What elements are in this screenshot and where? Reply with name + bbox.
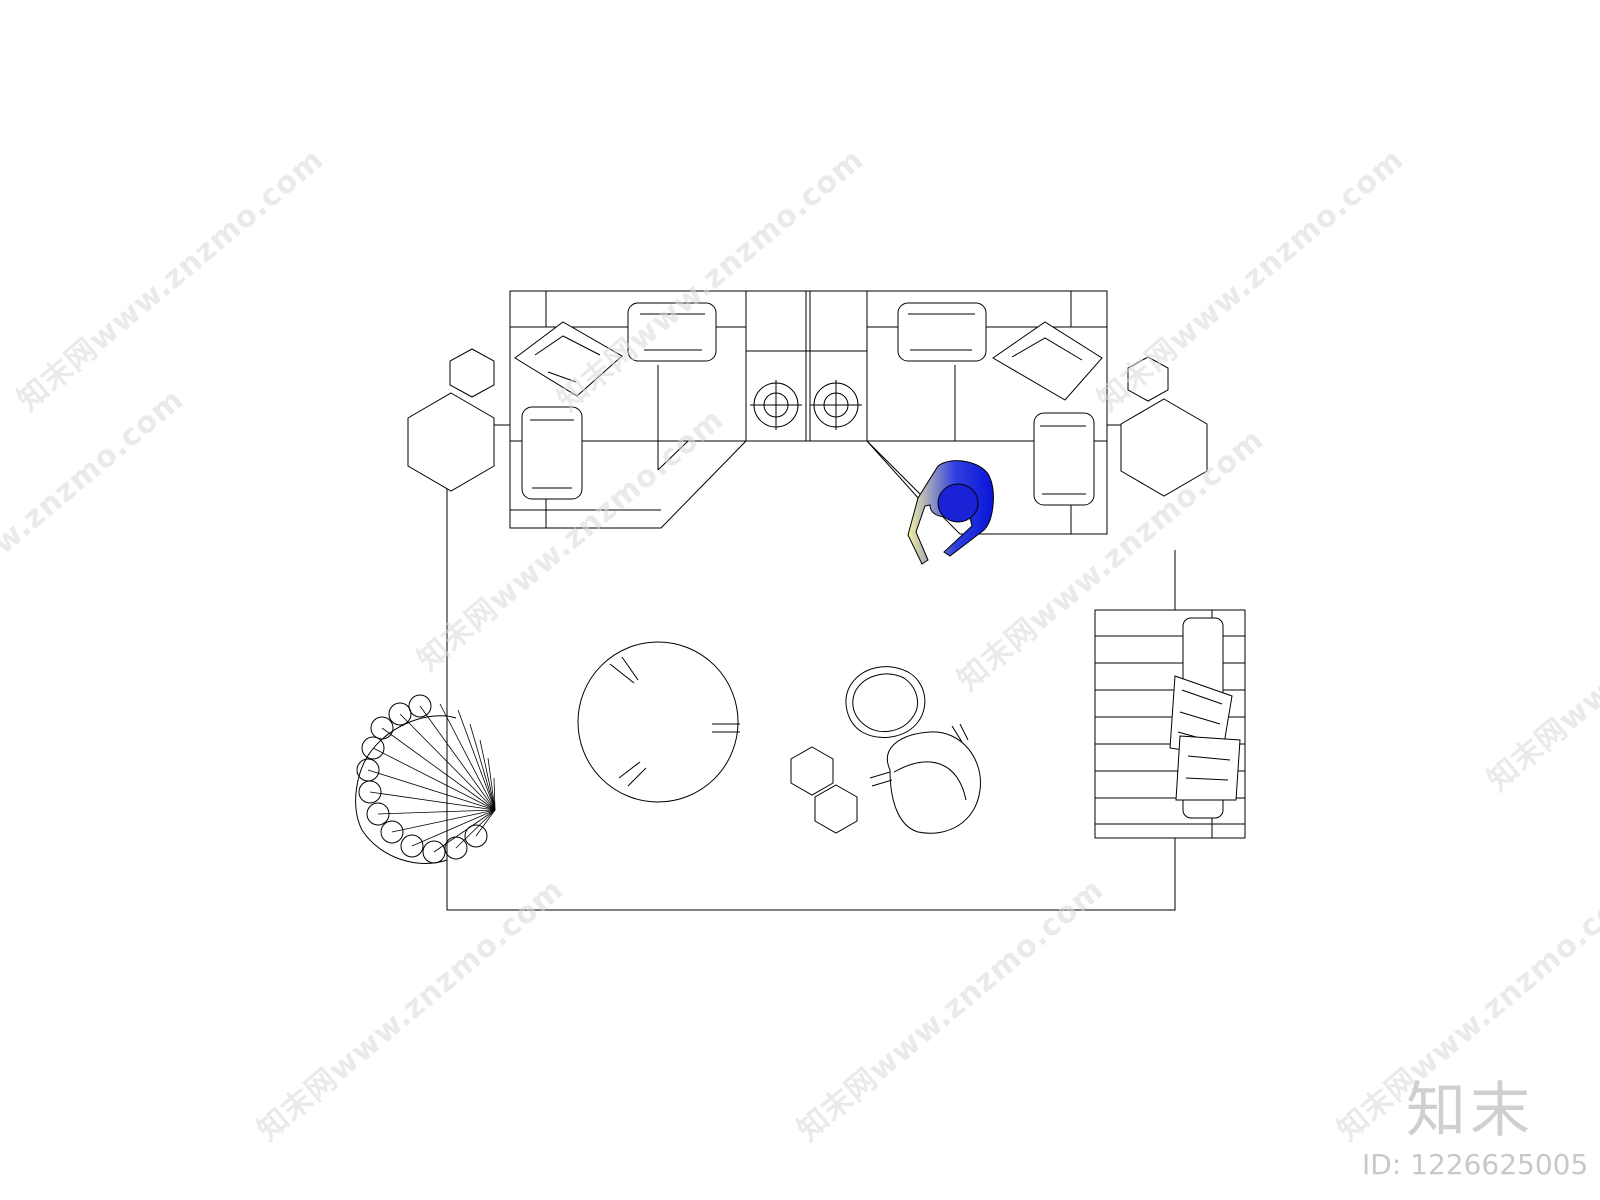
image-id-label: ID: 1226625005 [1362, 1148, 1589, 1181]
round-coffee-table [577, 641, 740, 803]
hexagon-side-tables [407, 348, 1208, 497]
person-figure [907, 460, 994, 565]
sectional-sofa-right [866, 290, 1108, 535]
console-with-lamps [745, 290, 868, 442]
ottoman [845, 666, 926, 738]
room-outline [446, 478, 1176, 911]
sectional-sofa-left [509, 290, 747, 529]
potted-plant [355, 694, 496, 864]
hexagon-side-tables [790, 746, 858, 834]
armchair [869, 723, 981, 834]
daybed-bench [1094, 609, 1246, 839]
brand-logo: 知末 [1406, 1076, 1534, 1146]
